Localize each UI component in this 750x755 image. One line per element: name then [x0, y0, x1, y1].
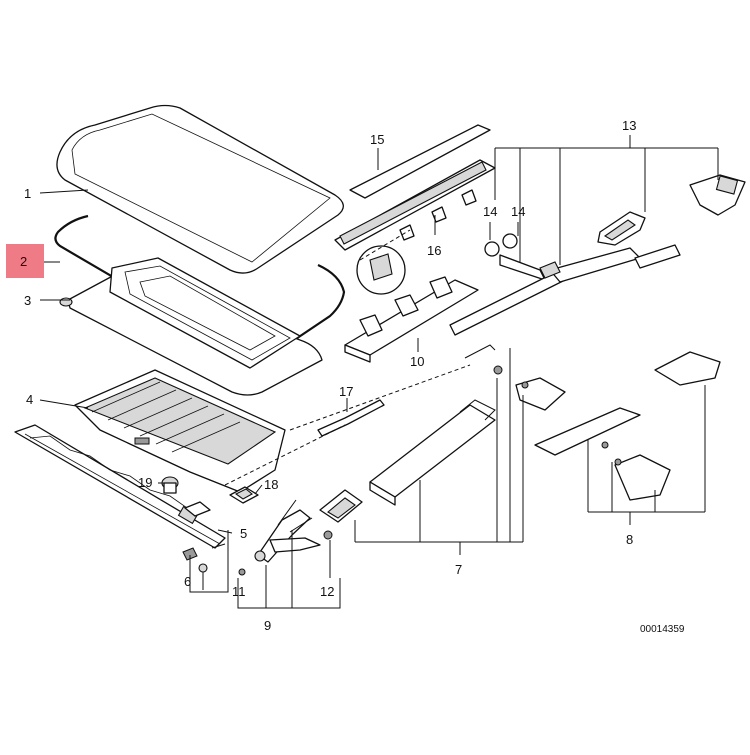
glass-panel-part [56, 104, 344, 274]
frame-part [59, 257, 323, 396]
callout-1: 1 [24, 186, 31, 201]
callout-10: 10 [410, 354, 424, 369]
callout-4: 4 [26, 392, 33, 407]
screw-hardware-6 [182, 547, 208, 582]
leader-lines [39, 135, 719, 609]
callout-labels: 1 2 3 4 5 6 7 8 9 10 11 12 13 14 14 15 1… [20, 118, 685, 635]
guide-rail-part [14, 424, 226, 549]
linkage-arm-part [449, 233, 681, 336]
clip-part-19 [161, 476, 179, 494]
callout-12: 12 [320, 584, 334, 599]
callout-6: 6 [184, 574, 191, 589]
bracket-part-13 [597, 174, 746, 246]
callout-2: 2 [20, 254, 27, 269]
hardware-part-8 [515, 351, 721, 501]
screw-hardware-7 [464, 344, 503, 375]
callout-8: 8 [626, 532, 633, 547]
callout-7: 7 [455, 562, 462, 577]
callout-9: 9 [264, 618, 271, 633]
bracket-part-18 [184, 486, 259, 517]
cable-slide-part [319, 399, 496, 523]
callout-19: 19 [138, 475, 152, 490]
assembly-dashed-lines [224, 229, 471, 486]
highlight-box [6, 244, 44, 278]
callout-11: 11 [232, 584, 246, 599]
crank-mechanism-part [238, 499, 333, 576]
callout-14b: 14 [511, 204, 525, 219]
upper-rail-part-15-16 [334, 124, 496, 251]
callout-13: 13 [622, 118, 636, 133]
cover-part [74, 369, 286, 493]
callout-17: 17 [339, 384, 353, 399]
cable-part-17 [317, 399, 385, 437]
callout-14a: 14 [483, 204, 497, 219]
callout-16: 16 [427, 243, 441, 258]
callout-18: 18 [264, 477, 278, 492]
callout-3: 3 [24, 293, 31, 308]
reference-number: 00014359 [640, 624, 685, 635]
callout-5: 5 [240, 526, 247, 541]
callout-15: 15 [370, 132, 384, 147]
lifter-part-10 [344, 245, 479, 363]
